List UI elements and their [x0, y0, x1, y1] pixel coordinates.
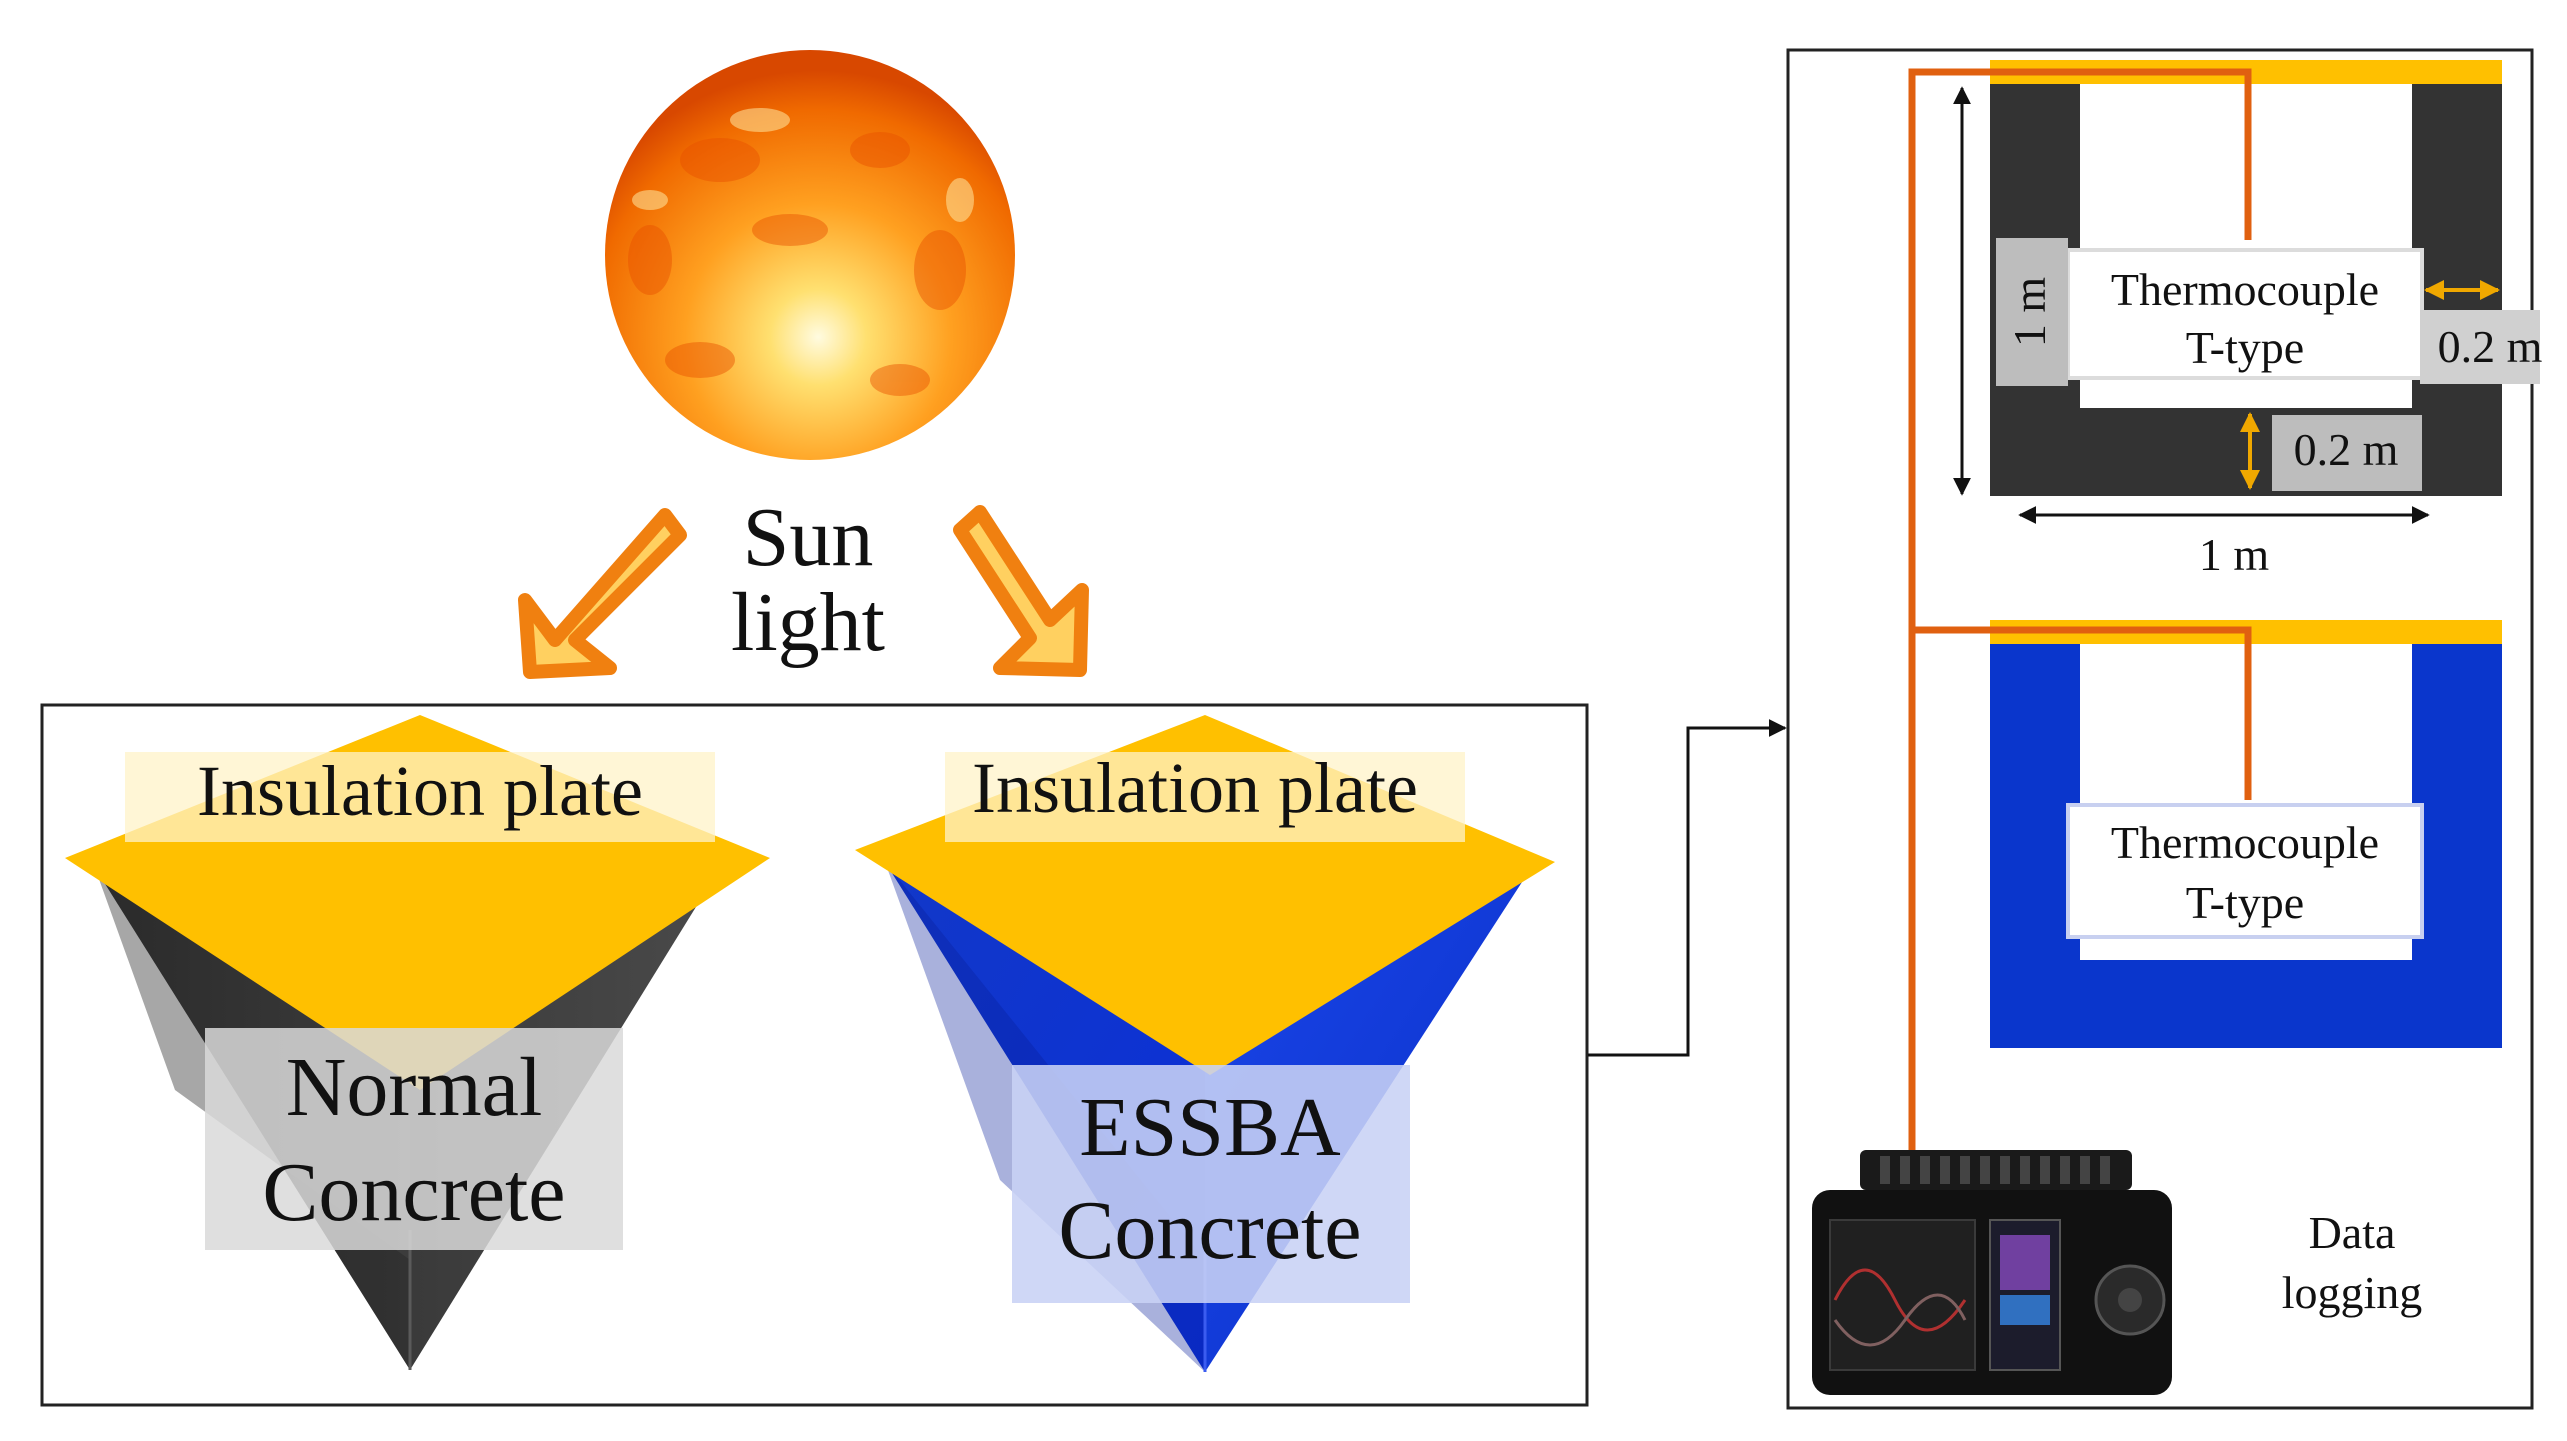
essba-sensor-label-line2: T-type [2186, 877, 2304, 928]
essba-label-box [1012, 1065, 1410, 1303]
normal-concrete-label-line2: Concrete [262, 1146, 565, 1239]
normal-plate-label: Insulation plate [197, 751, 643, 831]
bottom-dim-box [2272, 415, 2422, 491]
height-dim-label: 1 m [2004, 277, 2055, 348]
height-dim-box [1996, 238, 2068, 386]
data-logger-device [1812, 1150, 2172, 1395]
wall-dim-label: 0.2 m [2438, 321, 2543, 372]
thermocouple-wires [1908, 68, 2252, 1165]
width-dim-label: 1 m [2199, 529, 2270, 580]
essba-sensor-label-line1: Thermocouple [2111, 817, 2379, 868]
logger-label-line1: Data [2309, 1207, 2396, 1258]
sun-label-line1: Sun [743, 491, 874, 584]
essba-concrete-label-line2: Concrete [1058, 1184, 1361, 1277]
essba-concrete-label-line1: ESSBA [1079, 1081, 1341, 1174]
essba-plate-label: Insulation plate [972, 748, 1418, 828]
normal-sensor-label-line1: Thermocouple [2111, 264, 2379, 315]
connector-arrow [1588, 719, 1787, 1057]
sun-image [605, 50, 1015, 460]
normal-sensor-label-line2: T-type [2186, 322, 2304, 373]
logger-label-line2: logging [2282, 1267, 2423, 1318]
sunlight-arrow-right [953, 505, 1089, 677]
wall-dim-box [2420, 310, 2540, 384]
essba-concrete-cube [855, 715, 1555, 1372]
sun-label-line2: light [731, 576, 885, 669]
bottom-dim-label: 0.2 m [2294, 424, 2399, 475]
normal-concrete-label-line1: Normal [286, 1041, 543, 1134]
sunlight-arrow-left [518, 508, 687, 679]
normal-label-box [205, 1028, 623, 1250]
normal-concrete-cube [65, 715, 770, 1370]
